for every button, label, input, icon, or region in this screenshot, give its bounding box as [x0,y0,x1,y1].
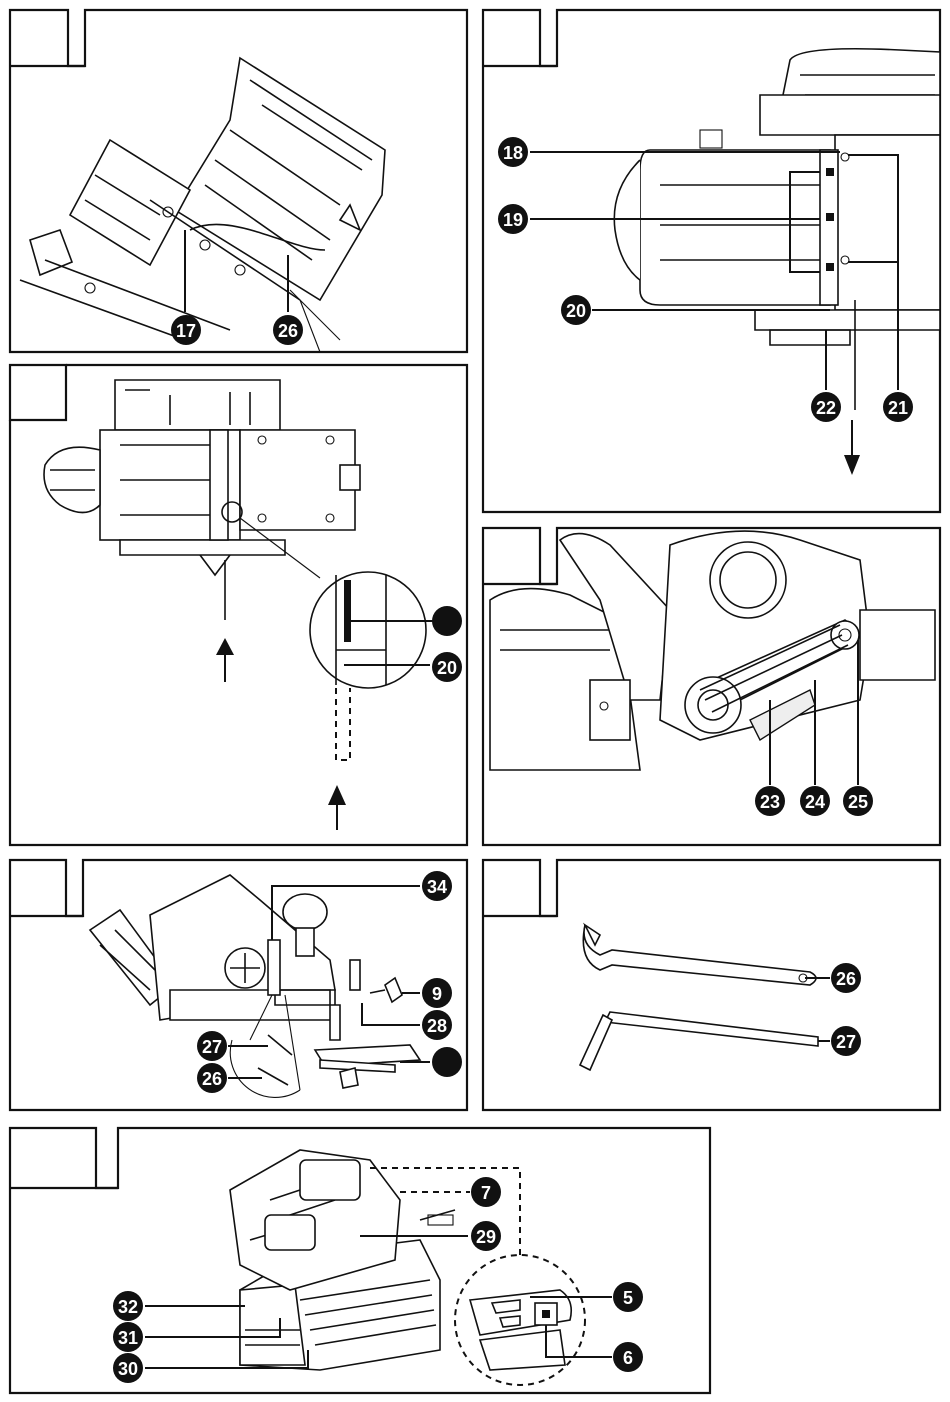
svg-text:20: 20 [566,301,586,321]
arrow-up-icon [328,785,346,805]
svg-text:31: 31 [118,1328,138,1348]
wrench-icon [583,925,816,985]
callout-26: 26 [197,1063,227,1093]
panel-5-parallel-guide: 34 9 28 27 26 [10,860,467,1110]
svg-text:30: 30 [118,1359,138,1379]
svg-text:27: 27 [202,1037,222,1057]
svg-text:32: 32 [118,1297,138,1317]
callout-5: 5 [613,1282,643,1312]
svg-text:21: 21 [888,398,908,418]
svg-text:18: 18 [503,143,523,163]
callout-20: 20 [432,652,462,682]
callout-17: 17 [171,315,201,345]
svg-text:23: 23 [760,792,780,812]
panel-6-tools: 26 27 [483,860,940,1110]
svg-text:7: 7 [481,1183,491,1203]
svg-text:25: 25 [848,792,868,812]
callout-9: 9 [422,978,452,1008]
callout-27: 27 [197,1031,227,1061]
svg-text:24: 24 [805,792,825,812]
callout-31: 31 [113,1322,143,1352]
callout-25: 25 [843,786,873,816]
svg-text:19: 19 [503,210,523,230]
callout-34: 34 [422,871,452,901]
panel-3-blade-insert: 20 [10,365,467,845]
panel-2-blade-removal: 18 19 20 22 21 [483,10,940,512]
magnifier-circle-icon [455,1255,585,1385]
callout-20: 20 [561,295,591,325]
panel-1-blade-guard: 17 26 [10,10,467,352]
planer-front-drawing [614,49,940,410]
planer-top-drawing [44,380,360,575]
callout-22: 22 [811,392,841,422]
callout-26: 26 [831,963,861,993]
magnifier-circle-icon [310,572,440,688]
callout-7: 7 [471,1177,501,1207]
svg-text:26: 26 [836,969,856,989]
callout-23: 23 [755,786,785,816]
callout-21: 21 [883,392,913,422]
panel-4-drive-belt: 23 24 25 [483,528,940,845]
svg-text:26: 26 [202,1069,222,1089]
arrow-down-icon [844,455,860,475]
callout-6: 6 [613,1342,643,1372]
callout-28: 28 [422,1010,452,1040]
svg-text:17: 17 [176,321,196,341]
callout-19: 19 [498,204,528,234]
svg-text:28: 28 [427,1016,447,1036]
callout-29: 29 [471,1221,501,1251]
hex-key-icon [580,1012,818,1070]
planer-side-drawing [90,875,335,1020]
svg-text:27: 27 [836,1032,856,1052]
callout-27: 27 [831,1026,861,1056]
svg-text:9: 9 [432,984,442,1004]
planer-tilted-drawing [20,58,385,352]
svg-text:26: 26 [278,321,298,341]
arrow-up-icon [216,638,234,655]
svg-text:22: 22 [816,398,836,418]
callout-24: 24 [800,786,830,816]
callout-26: 26 [273,315,303,345]
callout-18: 18 [498,137,528,167]
callout-30: 30 [113,1353,143,1383]
svg-text:34: 34 [427,877,447,897]
svg-text:20: 20 [437,658,457,678]
svg-text:29: 29 [476,1227,496,1247]
svg-text:5: 5 [623,1288,633,1308]
svg-text:6: 6 [623,1348,633,1368]
panel-7-charger: 7 29 5 6 32 31 30 [10,1128,710,1393]
callout-32: 32 [113,1291,143,1321]
